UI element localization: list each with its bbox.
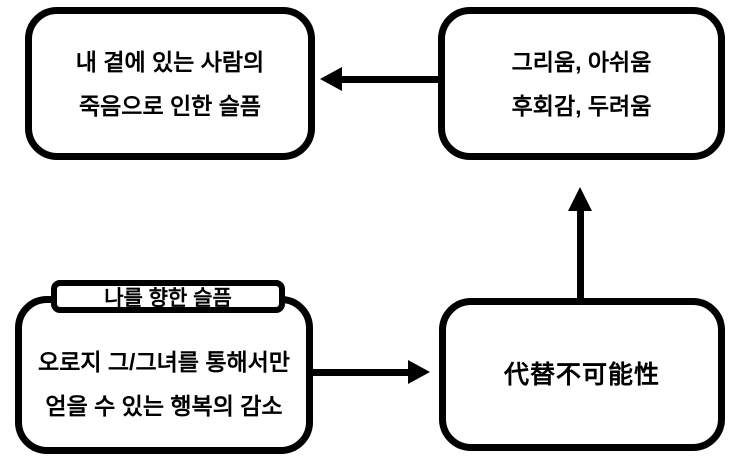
node-self-sadness-line1: 오로지 그/그녀를 통해서만 — [38, 349, 290, 375]
arrow-irreplaceability-to-emotions-shaft — [577, 209, 584, 298]
node-self-sadness-line2: 얻을 수 있는 행복의 감소 — [45, 393, 283, 419]
node-emotions-line2: 후회감, 두려움 — [511, 92, 652, 119]
node-death-sadness-line1: 내 곁에 있는 사람의 — [75, 48, 265, 75]
node-emotions-line1: 그리움, 아쉬움 — [511, 48, 652, 75]
node-emotions: 그리움, 아쉬움 후회감, 두려움 — [438, 7, 725, 160]
arrow-left-icon — [320, 67, 342, 91]
arrow-emotions-to-death-sadness-shaft — [341, 76, 438, 83]
arrow-self-sadness-to-irreplaceability-shaft — [313, 369, 409, 376]
node-self-sadness-label: 나를 향한 슬픔 — [51, 280, 285, 313]
node-irreplaceability: 代替不可能性 — [439, 298, 725, 451]
node-death-sadness: 내 곁에 있는 사람의 죽음으로 인한 슬픔 — [25, 7, 315, 160]
node-irreplaceability-line1: 代替不可能性 — [503, 360, 660, 389]
node-self-sadness: 오로지 그/그녀를 통해서만 얻을 수 있는 행복의 감소 — [15, 296, 313, 454]
arrow-right-icon — [408, 360, 430, 384]
node-death-sadness-line2: 죽음으로 인한 슬픔 — [78, 92, 262, 119]
arrow-up-icon — [568, 187, 592, 211]
